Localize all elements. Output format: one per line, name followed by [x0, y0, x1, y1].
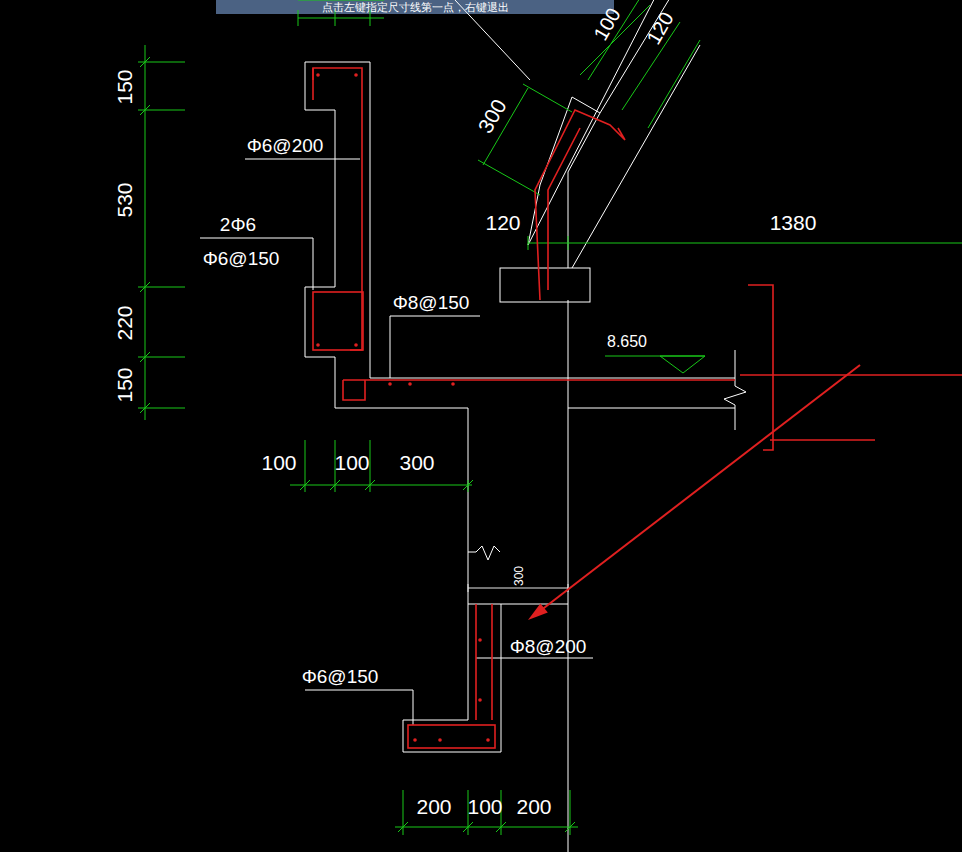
dimension-lines — [138, 0, 962, 835]
dimension-text: 120 — [643, 9, 677, 48]
dimension-text: 300 — [399, 452, 434, 473]
dimension-text: 150 — [114, 367, 135, 402]
rebar-annotation: Φ8@150 — [393, 293, 470, 312]
elevation-mark: 8.650 — [607, 334, 647, 350]
dimension-text: 220 — [114, 305, 135, 340]
dimension-text: 300 — [474, 96, 510, 137]
dimension-text: 200 — [416, 796, 451, 817]
callout-arrow — [528, 365, 860, 620]
dimension-text: 530 — [114, 182, 135, 217]
status-banner — [216, 0, 614, 14]
rebar-annotation: Φ8@200 — [510, 637, 587, 656]
rebar-annotation: 2Φ6 — [220, 215, 256, 234]
dimension-text: 100 — [261, 452, 296, 473]
rebar-dots — [316, 73, 490, 742]
dimension-text: 300 — [513, 566, 525, 586]
rebar-annotation: Φ6@150 — [302, 667, 379, 686]
dimension-text: 100 — [467, 796, 502, 817]
rebar-annotation: Φ6@150 — [203, 249, 280, 268]
dimension-text: 100 — [334, 452, 369, 473]
status-banner-text: 点击左键指定尺寸线第一点，右键退出 — [322, 1, 509, 12]
dimension-text: 1380 — [770, 212, 817, 233]
dimension-text: 200 — [516, 796, 551, 817]
dimension-text: 150 — [114, 69, 135, 104]
rebar-annotation: Φ6@200 — [247, 136, 324, 155]
concrete-outline — [200, 0, 746, 852]
rebar — [313, 68, 962, 748]
dimension-text: 120 — [485, 212, 520, 233]
